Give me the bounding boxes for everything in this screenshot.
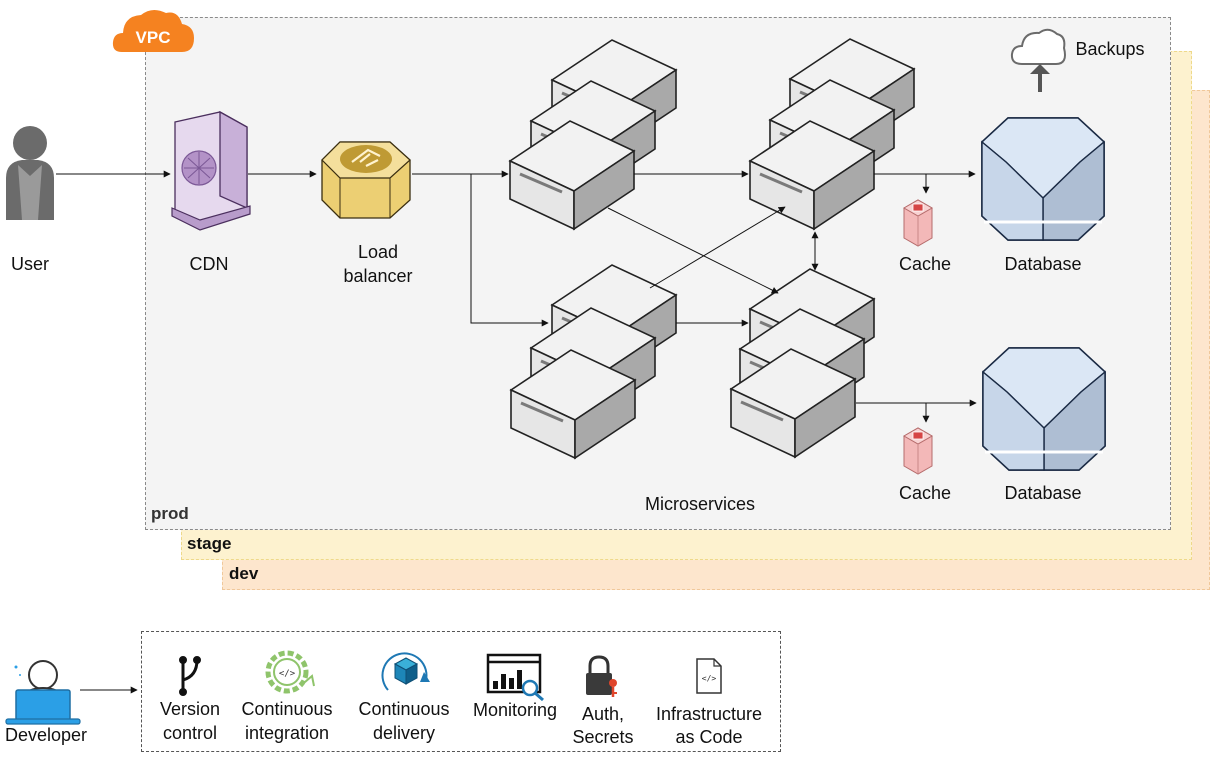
database-bottom-label: Database — [1004, 483, 1082, 503]
cache-top-icon — [903, 199, 933, 247]
developer-icon — [5, 660, 81, 725]
user-label: User — [10, 254, 49, 274]
load-balancer-icon — [321, 141, 411, 219]
cdn-icon — [171, 110, 251, 231]
developer-label: Developer — [4, 725, 88, 745]
backups-label: Backups — [1075, 39, 1145, 59]
connectors — [56, 170, 977, 694]
monitor-chart-icon — [486, 653, 544, 702]
code-file-icon: </> — [696, 658, 722, 694]
tool-auth-line1: Auth, — [581, 704, 625, 724]
cache-bottom-label: Cache — [898, 483, 952, 503]
backup-cloud-icon — [1010, 28, 1066, 92]
tool-cd-line2: delivery — [372, 723, 436, 743]
load-balancer-label-line2: balancer — [343, 266, 413, 286]
tool-cd-line1: Continuous — [358, 699, 450, 719]
env-stage-label: stage — [187, 534, 232, 553]
svg-text:</>: </> — [279, 669, 296, 679]
database-bottom-icon — [981, 346, 1107, 472]
database-top-label: Database — [1004, 254, 1082, 274]
microservice-group-b1 — [509, 263, 678, 460]
load-balancer-label-line1: Load — [357, 242, 399, 262]
tool-version-control-line1: Version — [159, 699, 221, 719]
tool-auth-line2: Secrets — [572, 727, 634, 747]
vpc-badge-text: VPC — [136, 28, 171, 47]
svg-text:</>: </> — [702, 674, 717, 683]
microservice-group-b2 — [729, 267, 876, 459]
package-cycle-icon — [381, 652, 430, 691]
database-top-icon — [980, 116, 1106, 242]
padlock-key-icon — [586, 655, 617, 697]
user-icon — [6, 126, 54, 220]
tool-ci-line1: Continuous — [241, 699, 333, 719]
env-dev-label: dev — [229, 564, 259, 583]
gear-code-icon: </> — [265, 650, 315, 694]
tool-iac-line1: Infrastructure — [655, 704, 763, 724]
devtools-panel — [141, 631, 781, 752]
microservice-group-a2 — [748, 37, 916, 231]
tool-ci-line2: integration — [244, 723, 330, 743]
tool-monitoring-line1: Monitoring — [472, 700, 558, 720]
microservices-label: Microservices — [644, 494, 755, 514]
vpc-cloud-icon — [112, 9, 194, 52]
env-prod-label: prod — [151, 504, 189, 523]
cdn-label: CDN — [189, 254, 229, 274]
cache-bottom-icon — [903, 427, 933, 475]
microservice-group-a1 — [508, 38, 678, 231]
tool-iac-line2: as Code — [675, 727, 743, 747]
branch-icon — [179, 656, 201, 696]
cache-top-label: Cache — [898, 254, 952, 274]
vpc-badge: VPC — [112, 9, 194, 52]
tool-version-control-line2: control — [162, 723, 218, 743]
